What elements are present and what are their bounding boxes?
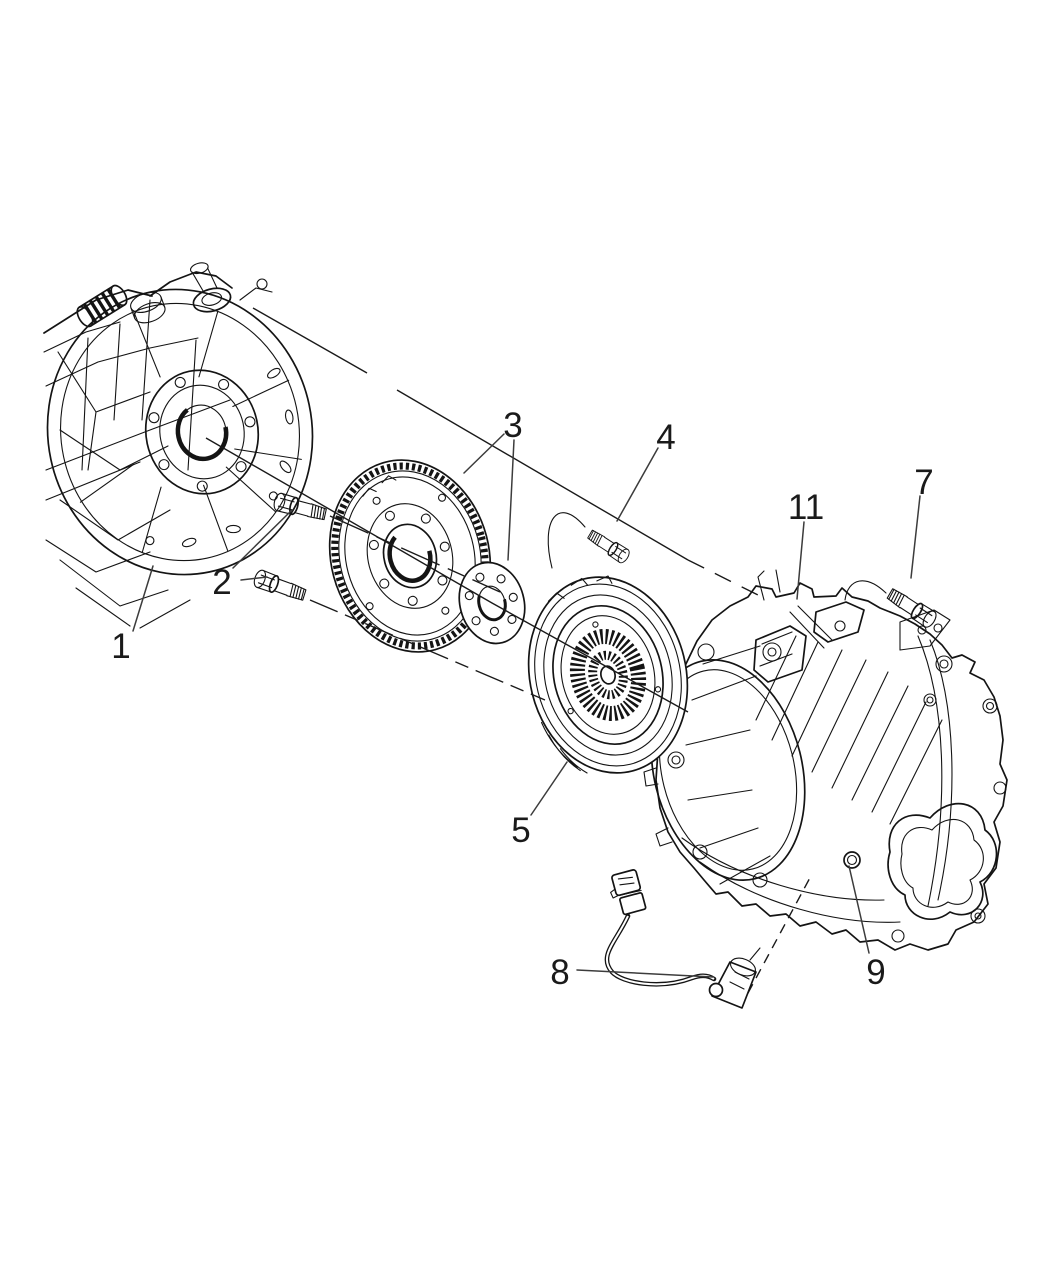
- upper-bolt-group: [844, 580, 940, 631]
- callouts: 1 2 3 4 5 7 8 9 11: [111, 406, 933, 992]
- crankshaft-hub: [144, 369, 260, 495]
- transmission: [643, 569, 1008, 951]
- input-shaft-boss: [189, 262, 232, 313]
- callout-3-leader: [463, 433, 515, 561]
- callout-9-leader: [848, 865, 870, 954]
- flywheel-bolts: [251, 491, 329, 605]
- callout-7-leader: [910, 495, 921, 579]
- callout-2[interactable]: 2: [212, 563, 231, 602]
- callout-3[interactable]: 3: [503, 406, 522, 445]
- callout-9[interactable]: 9: [866, 953, 885, 992]
- callout-5-leader: [530, 761, 568, 816]
- callout-2-leader: [232, 509, 293, 581]
- axis-lines: [205, 307, 813, 994]
- callout-1[interactable]: 1: [111, 627, 130, 666]
- drain-plug: [843, 851, 861, 869]
- callout-8[interactable]: 8: [550, 953, 569, 992]
- bellhousing-ring: [46, 288, 314, 576]
- lower-bolt-group: [547, 512, 633, 569]
- speed-sensor: [708, 947, 761, 1009]
- bellhousing-bolt-4: [584, 526, 633, 566]
- callout-8-leader: [576, 969, 714, 978]
- callout-5[interactable]: 5: [511, 811, 530, 850]
- shift-tower: [753, 569, 951, 683]
- callout-1-leader: [132, 565, 154, 632]
- callout-4[interactable]: 4: [656, 418, 675, 457]
- callout-4-leader: [616, 447, 659, 522]
- callout-7[interactable]: 7: [914, 463, 933, 502]
- harness-connector: [610, 869, 647, 916]
- callout-11[interactable]: 11: [788, 488, 824, 527]
- clutch-pressure-plate: [527, 575, 689, 774]
- ribbed-boss: [76, 284, 128, 328]
- callout-11-leader: [796, 521, 805, 600]
- flywheel-bolt: [251, 567, 309, 605]
- engine-assembly: [43, 262, 314, 629]
